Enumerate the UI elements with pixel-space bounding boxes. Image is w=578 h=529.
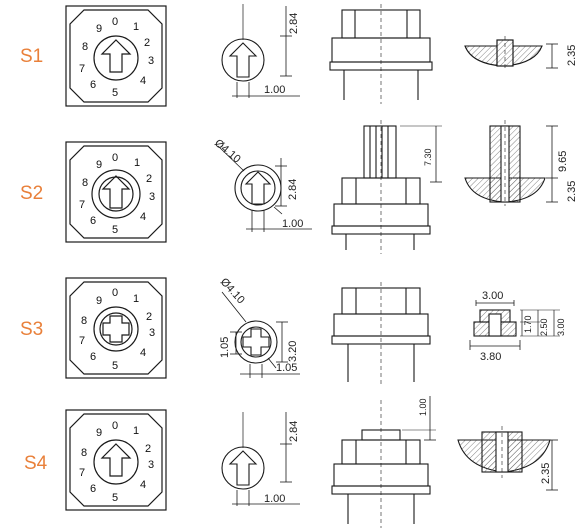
- s3-dim-height: 3.20: [287, 341, 299, 362]
- svg-text:5: 5: [112, 492, 118, 504]
- s2-section-view: [464, 120, 558, 206]
- svg-text:5: 5: [112, 87, 118, 99]
- s3-dim-left: 1.05: [219, 337, 231, 358]
- s1-dim-width: 1.00: [264, 84, 285, 96]
- svg-text:9: 9: [96, 427, 102, 439]
- svg-text:7: 7: [79, 335, 85, 347]
- svg-text:0: 0: [112, 152, 118, 164]
- svg-text:2: 2: [146, 311, 152, 323]
- svg-text:1: 1: [133, 425, 139, 437]
- s1-side-view: [329, 4, 433, 104]
- svg-text:6: 6: [90, 351, 96, 363]
- svg-text:1: 1: [133, 21, 139, 33]
- s4-dim-section: 2.35: [540, 463, 552, 484]
- s3-dim-h3: 3.00: [556, 318, 566, 336]
- s3-dim-diameter: Ø4.10: [218, 276, 247, 306]
- s2-dim-height: 2.84: [287, 179, 299, 200]
- svg-text:0: 0: [112, 420, 118, 432]
- svg-text:8: 8: [81, 447, 87, 459]
- svg-text:3: 3: [149, 191, 155, 203]
- s3-dim-bottom: 3.80: [480, 351, 501, 363]
- row-label-s2: S2: [20, 183, 43, 204]
- s3-knob-front: [221, 291, 300, 378]
- s2-dim-shaft: 7.30: [423, 148, 433, 166]
- s4-dim-width: 1.00: [264, 493, 285, 505]
- s2-dim-width: 1.00: [282, 218, 303, 230]
- row-label-s1: S1: [20, 46, 43, 67]
- svg-text:8: 8: [82, 177, 88, 189]
- svg-text:4: 4: [140, 211, 146, 223]
- s1-knob-front: [221, 4, 300, 98]
- s3-section-view: [469, 300, 560, 350]
- s4-dim-knob: 1.00: [418, 398, 428, 416]
- svg-text:5: 5: [112, 360, 118, 372]
- svg-text:7: 7: [79, 199, 85, 211]
- svg-text:9: 9: [96, 159, 102, 171]
- s2-side-view: [331, 120, 442, 254]
- s1-section-view: [464, 36, 558, 70]
- svg-text:7: 7: [79, 63, 85, 75]
- s4-side-view: [331, 396, 436, 528]
- svg-text:3: 3: [148, 55, 154, 67]
- svg-text:3: 3: [148, 459, 154, 471]
- row-label-s3: S3: [20, 319, 43, 340]
- s1-dim-height: 2.84: [288, 13, 300, 34]
- svg-text:2: 2: [144, 37, 150, 49]
- s2-dim-section: 2.35: [566, 181, 578, 202]
- svg-text:1: 1: [134, 157, 140, 169]
- svg-text:9: 9: [96, 23, 102, 35]
- svg-text:2: 2: [145, 443, 151, 455]
- s3-dim-top: 3.00: [482, 290, 503, 302]
- s2-knob-front: [217, 145, 312, 232]
- svg-text:0: 0: [112, 287, 118, 299]
- s4-knob-front: [221, 412, 300, 506]
- svg-text:6: 6: [90, 79, 96, 91]
- svg-text:8: 8: [82, 41, 88, 53]
- svg-text:0: 0: [112, 16, 118, 28]
- svg-text:5: 5: [112, 224, 118, 236]
- s3-dim-h1: 1.70: [523, 315, 533, 333]
- s3-dim-h2: 2.50: [539, 318, 549, 336]
- svg-text:3: 3: [149, 327, 155, 339]
- s3-side-view: [331, 282, 431, 386]
- svg-text:6: 6: [90, 215, 96, 227]
- s3-dim-width: 1.05: [276, 362, 297, 374]
- svg-text:4: 4: [140, 75, 146, 87]
- s2-dim-diameter: Ø4.10: [212, 137, 243, 165]
- s2-dim-section-top: 9.65: [557, 151, 569, 172]
- s1-dim-section: 2.35: [566, 45, 578, 66]
- svg-text:8: 8: [81, 315, 87, 327]
- svg-text:6: 6: [90, 483, 96, 495]
- s2-top-view: 0 12 34 5 67 89: [65, 141, 167, 243]
- svg-text:2: 2: [146, 173, 152, 185]
- svg-text:4: 4: [140, 347, 146, 359]
- svg-text:7: 7: [79, 467, 85, 479]
- s4-top-view: 0 12 34 5 67 89: [65, 409, 167, 511]
- svg-text:9: 9: [96, 295, 102, 307]
- svg-text:4: 4: [140, 479, 146, 491]
- s4-dim-height: 2.84: [288, 421, 300, 442]
- s4-section-view: [457, 426, 558, 491]
- s1-top-view: 0 12 34 5 67 89: [65, 5, 167, 107]
- row-label-s4: S4: [24, 453, 48, 474]
- svg-text:1: 1: [133, 293, 139, 305]
- s3-top-view: 0 12 34 5 67 89: [65, 277, 167, 379]
